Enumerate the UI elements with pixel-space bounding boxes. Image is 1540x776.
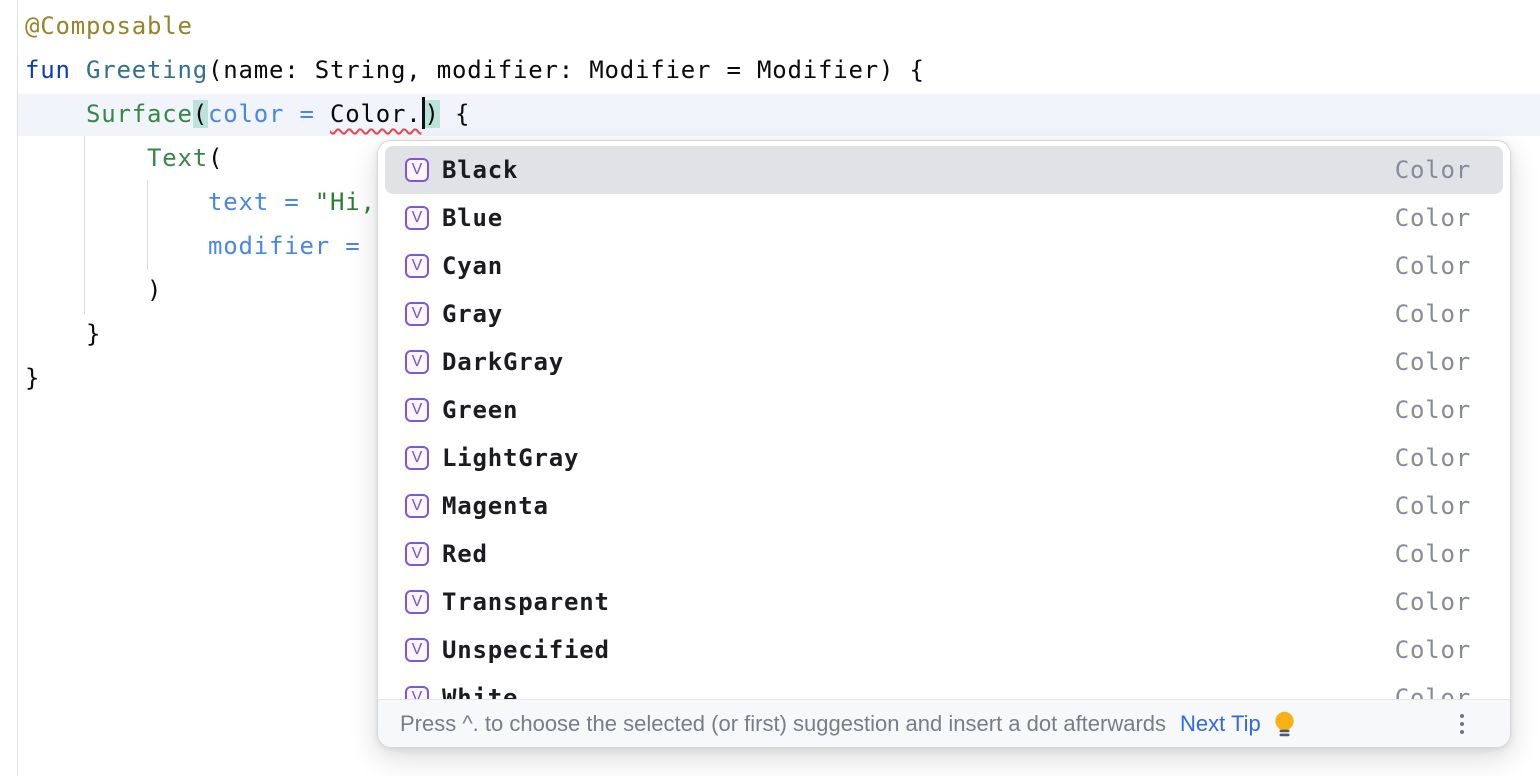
value-icon: V [405,590,429,614]
completion-item-label: Black [442,156,519,184]
completion-item-label: Cyan [442,252,503,280]
completion-item-cyan[interactable]: V Cyan Color [385,242,1503,290]
completion-item-magenta[interactable]: V Magenta Color [385,482,1503,530]
completion-item-label: Magenta [442,492,549,520]
code-line: text = "Hi, [25,180,925,224]
code-token-plain: { [439,100,471,128]
code-line: ) [25,268,925,312]
completion-item-label: Transparent [442,588,610,616]
code-token-named: = [284,100,330,128]
completion-item-label: Gray [442,300,503,328]
completion-hint-bar: Press ^. to choose the selected (or firs… [378,699,1510,747]
value-icon: V [405,350,429,374]
code-line: } [25,312,925,356]
value-icon: V [405,254,429,278]
completion-item-darkgray[interactable]: V DarkGray Color [385,338,1503,386]
completion-item-transparent[interactable]: V Transparent Color [385,578,1503,626]
code-token-anno: @Composable [25,12,193,40]
completion-item-type: Color [1394,540,1471,568]
value-icon: V [405,446,429,470]
code-line: @Composable [25,4,925,48]
code-token-plain: ) [25,276,163,304]
indent-guide [147,180,148,270]
completion-item-label: DarkGray [442,348,564,376]
code-token-named: = [330,232,376,260]
code-line: Surface(color = Color.) { [25,92,925,136]
code-token-plain: ( [208,144,224,172]
completion-item-type: Color [1394,156,1471,184]
value-icon: V [405,686,429,700]
completion-item-gray[interactable]: V Gray Color [385,290,1503,338]
completion-item-type: Color [1394,300,1471,328]
code-token-fname: Greeting [86,56,208,84]
completion-item-black[interactable]: V Black Color [385,146,1503,194]
value-icon: V [405,494,429,518]
completion-item-lightgray[interactable]: V LightGray Color [385,434,1503,482]
completion-item-type: Color [1394,684,1471,700]
value-icon: V [405,542,429,566]
value-icon: V [405,158,429,182]
completion-item-white[interactable]: V White Color [385,674,1503,700]
completion-item-blue[interactable]: V Blue Color [385,194,1503,242]
value-icon: V [405,206,429,230]
code-token-comp: Surface [86,100,193,128]
code-line: Text( [25,136,925,180]
code-line: } [25,356,925,400]
code-token-plain: } [25,320,102,348]
code-token-named: text [208,188,269,216]
completion-item-unspecified[interactable]: V Unspecified Color [385,626,1503,674]
code-token-plain: } [25,364,41,392]
code-token-paren: ( [192,100,208,128]
completion-item-label: Unspecified [442,636,610,664]
completion-item-type: Color [1394,348,1471,376]
lightbulb-icon [1275,711,1294,736]
code-token-plain [25,232,208,260]
code-token-comp: Text [147,144,208,172]
completion-item-type: Color [1394,396,1471,424]
gutter-border [17,0,18,776]
completion-item-type: Color [1394,492,1471,520]
hint-text: Press ^. to choose the selected (or firs… [400,710,1167,736]
completion-item-type: Color [1394,588,1471,616]
value-icon: V [405,638,429,662]
completion-item-type: Color [1394,252,1471,280]
code-token-plain [25,100,86,128]
code-token-plain: (name: String, modifier: Modifier = Modi… [208,56,925,84]
completion-item-label: LightGray [442,444,580,472]
completion-item-label: Green [442,396,519,424]
code-token-kw: fun [25,56,86,84]
code-token-named: modifier [208,232,330,260]
completion-item-type: Color [1394,204,1471,232]
code-line: modifier = [25,224,925,268]
value-icon: V [405,302,429,326]
code-token-plain [25,144,147,172]
completion-item-type: Color [1394,444,1471,472]
kebab-menu-icon[interactable] [1456,710,1468,738]
indent-guide [84,136,85,314]
completion-item-label: White [442,684,519,700]
code-lines: @Composable fun Greeting(name: String, mo… [25,4,925,400]
code-token-err: Color. [330,100,422,128]
value-icon: V [405,398,429,422]
completion-item-label: Blue [442,204,503,232]
code-token-plain [25,188,208,216]
code-token-named: = [269,188,315,216]
code-token-paren: ) [424,100,440,128]
text-caret [421,97,425,129]
completion-item-type: Color [1394,636,1471,664]
caret-row-highlight [18,94,1540,136]
code-token-str: "Hi, [314,188,376,216]
code-token-named: color [208,100,285,128]
next-tip-link[interactable]: Next Tip [1180,710,1261,736]
completion-item-label: Red [442,540,488,568]
completion-item-green[interactable]: V Green Color [385,386,1503,434]
completion-item-red[interactable]: V Red Color [385,530,1503,578]
code-line: fun Greeting(name: String, modifier: Mod… [25,48,925,92]
